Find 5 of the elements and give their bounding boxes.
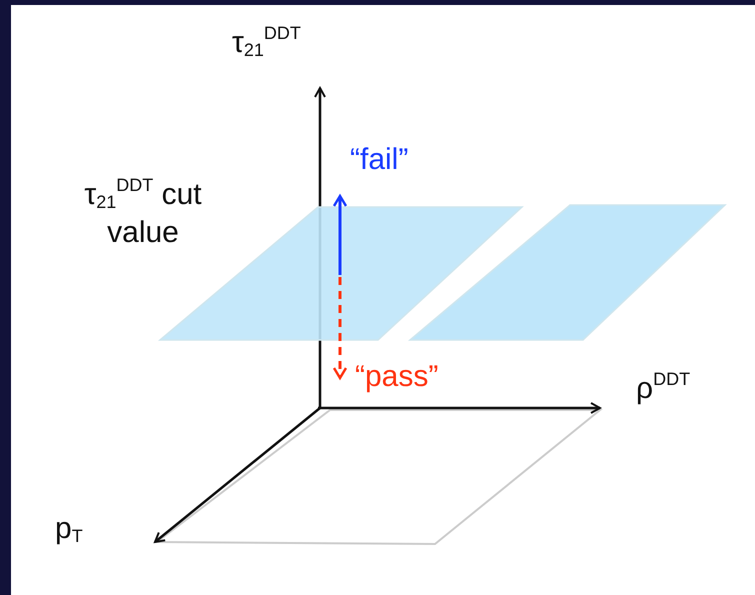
axis-label: p$_{T}$ <box>55 512 83 546</box>
cut-value-label: τ$_{21}$$^{DDT}$ cut value <box>83 176 203 251</box>
axis-label: ρ$^{DDT}$ <box>636 372 690 406</box>
region-label: “pass” <box>355 360 438 394</box>
region-label: “fail” <box>350 143 408 177</box>
